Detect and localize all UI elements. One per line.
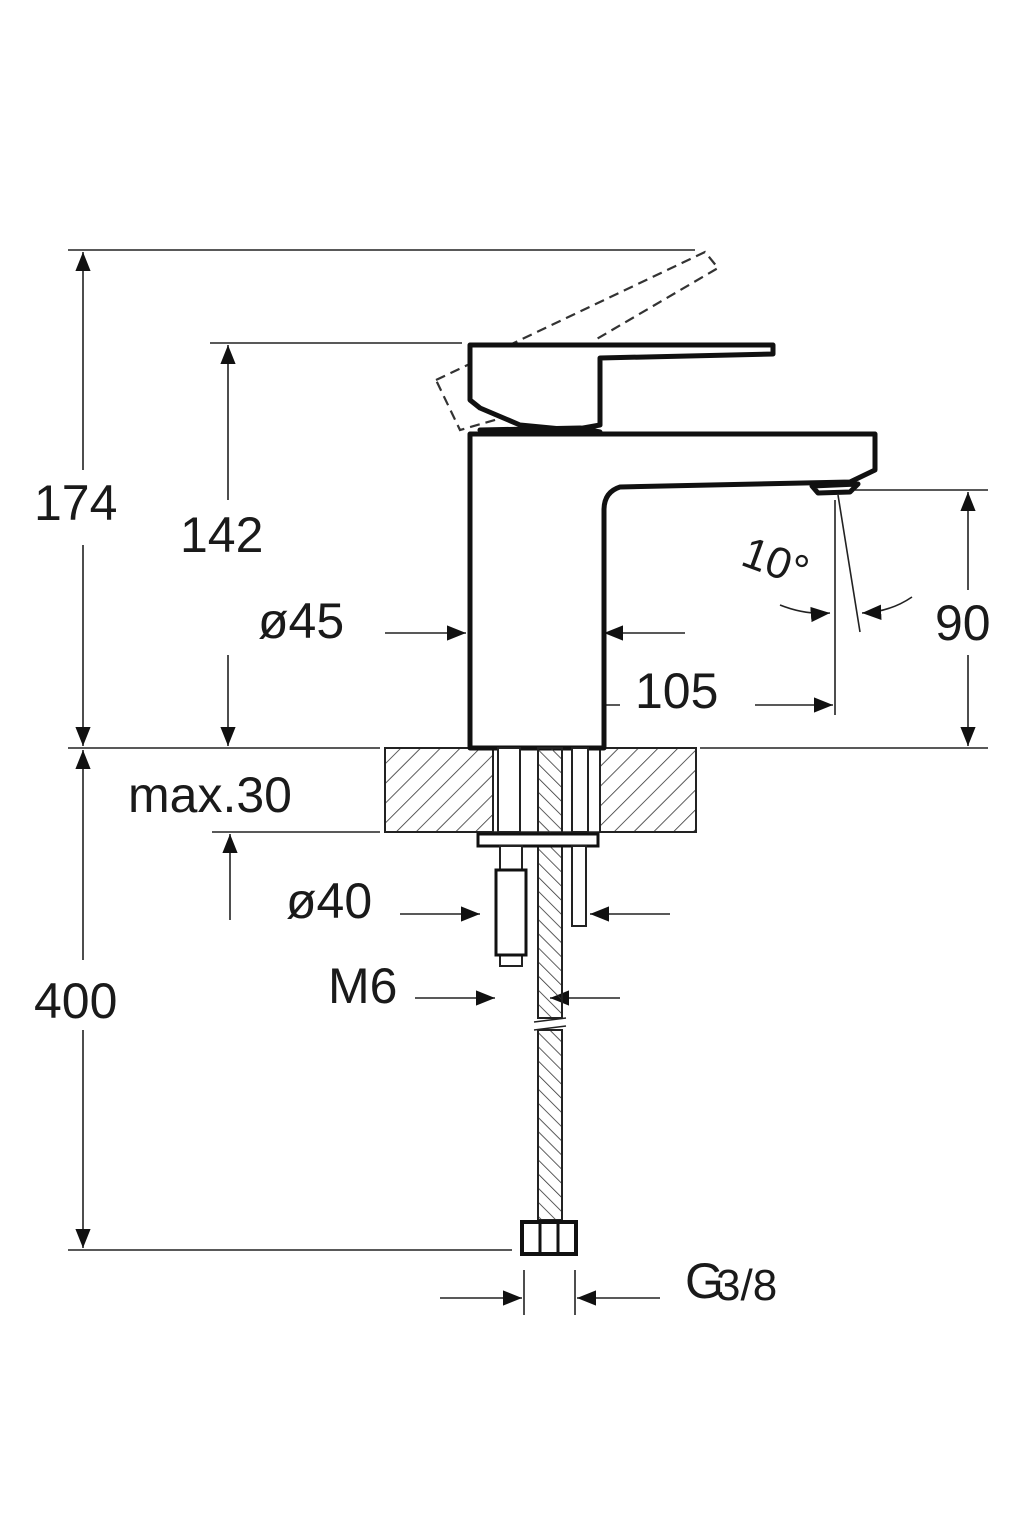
spout-height-label: 90 [935, 595, 991, 651]
connection-fraction-label: 3/8 [716, 1261, 777, 1310]
reference-lines [68, 249, 988, 1315]
connection-thread-label: G [685, 1253, 724, 1309]
lever-height-label: 142 [180, 507, 263, 563]
lever-open-position-outline [434, 250, 720, 432]
spout-angle-label: 10° [736, 528, 815, 597]
faucet-body [467, 342, 878, 751]
stud-thread-label: M6 [328, 958, 397, 1014]
overall-height-label: 174 [34, 475, 117, 531]
base-diameter-label: ø40 [286, 873, 372, 929]
countertop-section [384, 747, 697, 833]
installation-hardware [476, 747, 600, 1256]
deck-thickness-label: max.30 [128, 767, 292, 823]
spout-reach-label: 105 [635, 663, 718, 719]
hose-length-label: 400 [34, 973, 117, 1029]
body-diameter-label: ø45 [258, 593, 344, 649]
